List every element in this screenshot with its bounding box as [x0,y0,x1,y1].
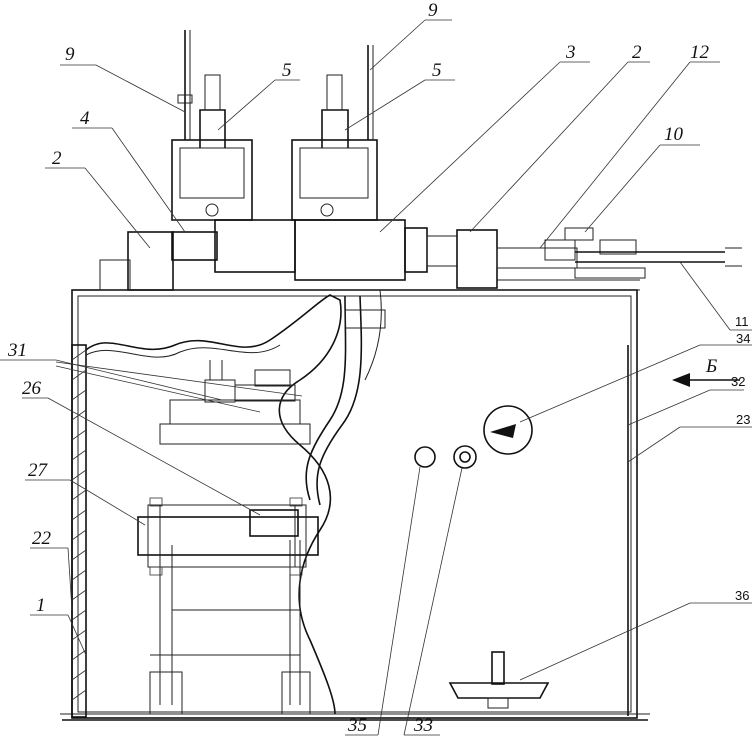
left-clamp-assembly [171,30,253,221]
pedal-36[interactable] [448,682,550,699]
switch-33[interactable] [453,445,477,469]
label-33: 33 [413,715,433,736]
label-5-left: 5 [282,60,292,81]
view-arrow [672,373,740,387]
label-10: 10 [664,124,684,145]
label-11: 11 [735,314,749,329]
leader-lines [0,19,752,736]
label-4: 4 [80,108,90,129]
label-22: 22 [32,528,52,549]
gauge-34 [483,405,533,455]
label-35: 35 [347,715,367,736]
label-12: 12 [690,42,710,63]
housing [60,289,650,721]
electrode-shaft [99,219,742,291]
front-panel [414,405,550,709]
cutaway-break [85,294,342,715]
label-5-right: 5 [432,60,442,81]
label-view-b: Б [705,356,717,377]
part-labels: 9 9 5 5 4 2 3 2 12 10 11 Б 31 26 27 22 1… [7,0,750,736]
label-2-left: 2 [52,148,62,169]
label-2-right: 2 [632,42,642,63]
label-23: 23 [736,412,750,427]
label-34: 34 [736,331,750,346]
label-9-left: 9 [65,44,75,65]
label-36: 36 [735,588,749,603]
indicator-lamp-35 [414,446,436,468]
label-31: 31 [7,340,27,361]
right-clamp-assembly [291,45,378,221]
label-3: 3 [565,42,576,63]
label-9-right: 9 [428,0,438,21]
label-1: 1 [36,595,46,616]
label-27: 27 [28,460,49,481]
internal-mechanism [137,289,386,715]
label-26: 26 [22,378,42,399]
label-32: 32 [731,374,745,389]
